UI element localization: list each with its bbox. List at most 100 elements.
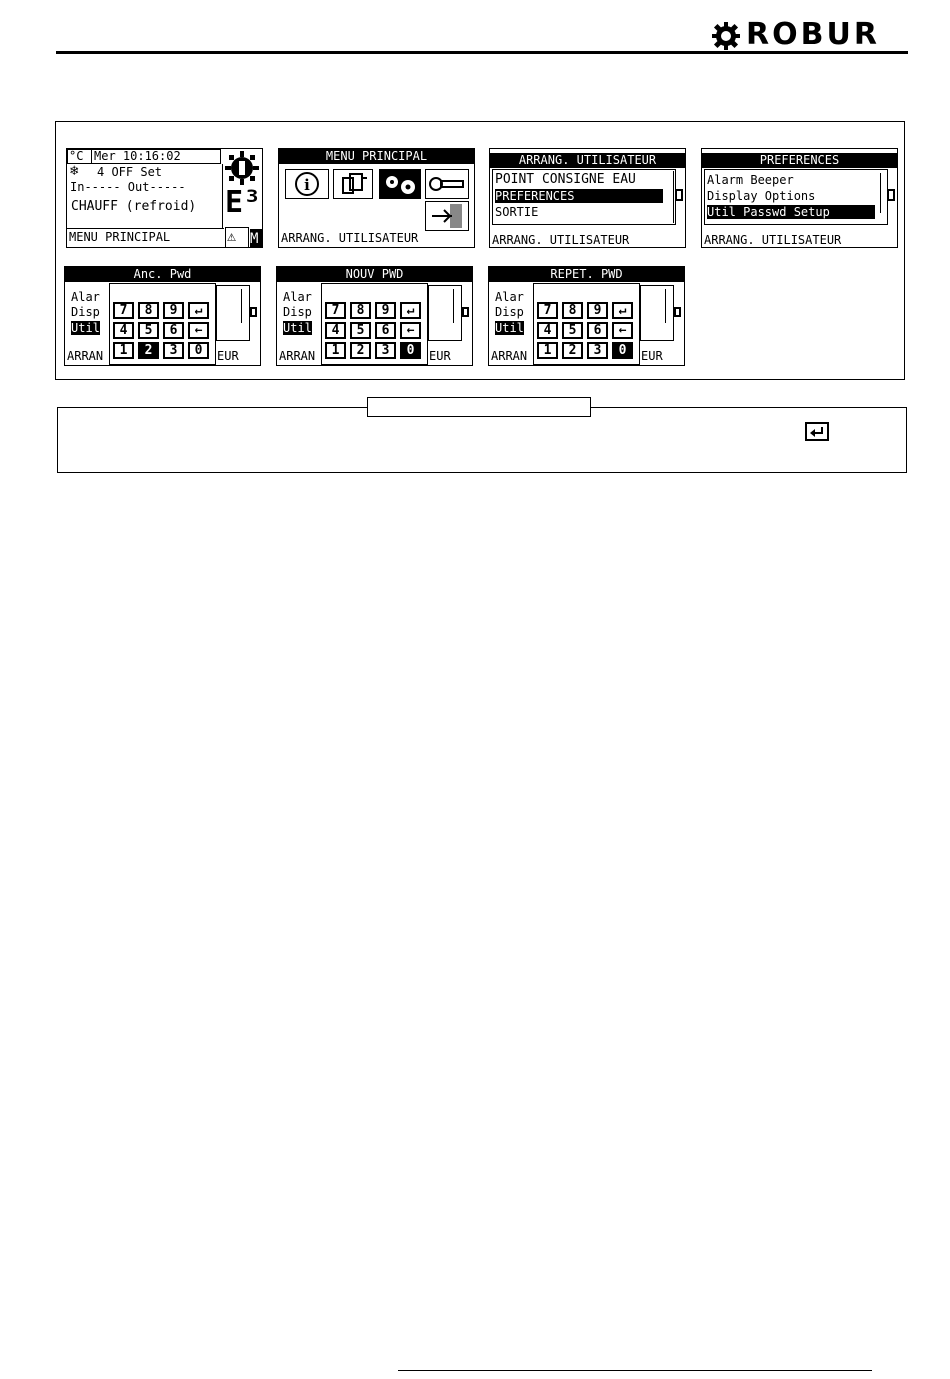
keypad-key[interactable]: 7 [113,302,134,319]
warning-icon: ⚠ [227,227,237,245]
wrench-icon[interactable] [425,169,469,199]
e3-badge: E³ [225,185,262,220]
keypad-key[interactable]: 3 [163,342,184,359]
bg-item: Disp [71,305,100,319]
screen-home: °C Mer 10:16:02 ❄ 4 OFF Set In----- Out-… [66,148,263,248]
mode-line: CHAUFF (refroid) [71,199,197,214]
keypad-key[interactable]: 1 [113,342,134,359]
screen-title: PREFERENCES [702,153,897,168]
svg-text:i: i [304,176,310,194]
keypad-key[interactable]: 0 [400,342,421,359]
bg-item: Disp [495,305,524,319]
screen-title: MENU PRINCIPAL [279,149,474,164]
scrollbar[interactable] [880,173,881,213]
screen-repeat-password: REPET. PWD Alar Disp Util ARRAN p EUR 78… [488,266,685,366]
pages-icon[interactable] [333,169,373,199]
gear-icon [712,22,740,50]
screen-title: REPET. PWD [489,267,684,282]
keypad-key[interactable]: 6 [375,322,396,339]
keypad-key[interactable]: ↵ [400,302,421,319]
keypad-key[interactable]: 2 [350,342,371,359]
keypad-key[interactable]: 4 [537,322,558,339]
bg-item: Disp [283,305,312,319]
header-rule [56,51,908,54]
keypad-key[interactable]: 2 [562,342,583,359]
keypad-key[interactable]: 4 [113,322,134,339]
exit-icon[interactable] [425,201,469,231]
screen-title: ARRANG. UTILISATEUR [490,153,685,168]
screens-figure: °C Mer 10:16:02 ❄ 4 OFF Set In----- Out-… [55,121,905,380]
enter-key-icon [805,422,829,441]
keypad-key[interactable]: 1 [325,342,346,359]
menu-item-selected[interactable]: Util Passwd Setup [707,205,875,219]
keypad-key[interactable]: 9 [163,302,184,319]
screen-main-menu: MENU PRINCIPAL i ARRANG. UTILISATEUR [278,148,475,248]
m-indicator: M [250,229,262,247]
bg-right-softkey: EUR [217,349,239,363]
bg-item: Util [71,321,100,335]
keypad-key[interactable]: 8 [562,302,583,319]
menu-item[interactable]: SORTIE [495,205,539,219]
keypad-key[interactable]: 9 [375,302,396,319]
screen-title: Anc. Pwd [65,267,260,282]
keypad-key[interactable]: 5 [562,322,583,339]
bg-item: Util [283,321,312,335]
bg-softkey: ARRAN [67,349,104,363]
menu-item[interactable]: Display Options [707,189,816,203]
snowflake-icon: ❄ [70,163,79,179]
robur-logo: ROBUR [712,19,908,51]
bg-item: Util [495,321,524,335]
bg-item: Alar [71,290,100,304]
keypad-key[interactable]: 1 [537,342,558,359]
note-tab [367,397,591,417]
bg-item: Alar [495,290,524,304]
keypad-key[interactable]: 7 [537,302,558,319]
footer-rule [398,1370,872,1371]
keypad-key[interactable]: 3 [587,342,608,359]
keypad-key[interactable]: 6 [587,322,608,339]
screen-preferences: PREFERENCES Alarm Beeper Display Options… [701,148,898,248]
keypad-key[interactable]: 8 [350,302,371,319]
settings-icon[interactable] [379,169,421,199]
softkey-label: ARRANG. UTILISATEUR [704,233,842,247]
scroll-thumb[interactable] [675,189,683,201]
bg-softkey: ARRAN [491,349,528,363]
bg-item: Alar [283,290,312,304]
clock: Mer 10:16:02 [94,149,181,163]
status-line: 4 OFF Set [97,165,163,179]
keypad-key[interactable]: ↵ [612,302,633,319]
keypad-key[interactable]: 7 [325,302,346,319]
keypad-key[interactable]: 5 [350,322,371,339]
menu-item[interactable]: Alarm Beeper [707,173,794,187]
bg-right-softkey: EUR [641,349,663,363]
menu-item[interactable]: POINT CONSIGNE EAU [495,172,636,187]
keypad-key[interactable]: 2 [138,342,159,359]
keypad-key[interactable]: ← [400,322,421,339]
keypad-key[interactable]: 0 [188,342,209,359]
keypad-key[interactable]: 6 [163,322,184,339]
keypad-key[interactable]: 5 [138,322,159,339]
scrollbar[interactable] [673,171,674,223]
menu-item-selected[interactable]: PREFERENCES [495,189,663,203]
softkey-label: ARRANG. UTILISATEUR [281,231,419,245]
keypad-key[interactable]: ← [188,322,209,339]
screen-title: NOUV PWD [277,267,472,282]
keypad-key[interactable]: 4 [325,322,346,339]
screen-old-password: Anc. Pwd Alar Disp Util ARRAN p EUR 789↵… [64,266,261,366]
sun-icon [225,151,259,185]
bg-right-softkey: EUR [429,349,451,363]
keypad-key[interactable]: 8 [138,302,159,319]
unit-label: °C [69,149,84,163]
keypad-key[interactable]: 9 [587,302,608,319]
info-icon[interactable]: i [285,169,329,199]
keypad-key[interactable]: ← [612,322,633,339]
keypad-key[interactable]: 3 [375,342,396,359]
screen-user-settings: ARRANG. UTILISATEUR POINT CONSIGNE EAU P… [489,148,686,248]
keypad-key[interactable]: ↵ [188,302,209,319]
scroll-thumb[interactable] [887,189,895,201]
io-line: In----- Out----- [70,180,186,194]
keypad-key[interactable]: 0 [612,342,633,359]
